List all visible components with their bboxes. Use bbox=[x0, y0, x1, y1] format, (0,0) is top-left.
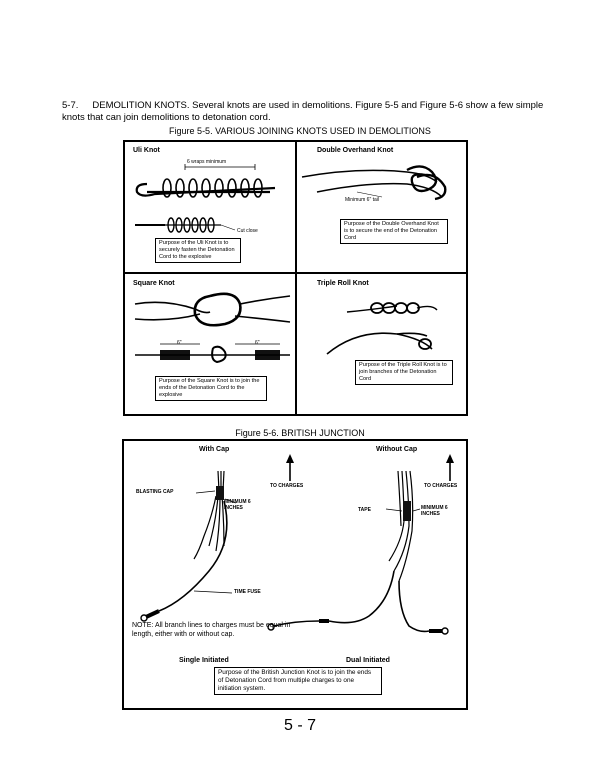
without-cap-label: Without Cap bbox=[376, 446, 418, 453]
triple-roll-illustration bbox=[326, 302, 438, 355]
figure-5-5-caption: Figure 5-5. VARIOUS JOINING KNOTS USED I… bbox=[169, 126, 431, 136]
double-overhand-title: Double Overhand Knot bbox=[317, 147, 394, 154]
minimum-left-label: MINIMUM 6 INCHES bbox=[224, 499, 251, 511]
square-left-dim: 6" bbox=[177, 340, 182, 346]
page-number: 5 - 7 bbox=[283, 717, 316, 734]
tape-label: TAPE bbox=[358, 507, 371, 513]
to-charges-left: TO CHARGES bbox=[270, 483, 304, 489]
triple-roll-purpose-box: Purpose of the Triple Roll Knot is to jo… bbox=[355, 360, 453, 385]
uli-cut-label: Cut close bbox=[237, 228, 258, 234]
to-charges-right: TO CHARGES bbox=[424, 483, 458, 489]
minimum-right-label: MINIMUM 6 INCHES bbox=[421, 505, 448, 517]
uli-knot-illustration bbox=[135, 164, 276, 233]
figure-divider-vertical bbox=[295, 142, 297, 414]
paragraph-5-7: 5-7.DEMOLITION KNOTS. Several knots are … bbox=[62, 100, 552, 124]
figure-5-6: With Cap Without Cap TO CHARGES TO CHARG… bbox=[122, 439, 468, 710]
blasting-cap-label: BLASTING CAP bbox=[136, 489, 174, 495]
figure-divider-horizontal bbox=[125, 272, 466, 274]
figure-5-5: Uli Knot 6 wraps minimum Cut clo bbox=[123, 140, 468, 416]
square-knot-illustration bbox=[134, 292, 291, 364]
dual-initiated-label: Dual Initiated bbox=[346, 657, 390, 664]
triple-roll-title: Triple Roll Knot bbox=[317, 280, 369, 287]
single-initiated-label: Single Initiated bbox=[179, 657, 229, 664]
paragraph-text: DEMOLITION KNOTS. Several knots are used… bbox=[62, 100, 544, 123]
double-overhand-purpose-box: Purpose of the Double Overhand Knot is t… bbox=[340, 219, 448, 244]
british-junction-purpose-box: Purpose of the British Junction Knot is … bbox=[214, 667, 382, 695]
double-overhand-minimum: Minimum 6" tail bbox=[345, 197, 380, 203]
british-junction-illustration bbox=[140, 454, 454, 635]
with-cap-label: With Cap bbox=[199, 446, 230, 453]
branch-lines-note: NOTE: All branch lines to charges must b… bbox=[132, 622, 291, 638]
figure-5-6-caption: Figure 5-6. BRITISH JUNCTION bbox=[235, 428, 365, 438]
paragraph-number: 5-7. bbox=[62, 100, 79, 111]
square-right-dim: 6" bbox=[255, 340, 260, 346]
square-purpose-box: Purpose of the Square Knot is to join th… bbox=[155, 376, 267, 401]
uli-purpose-box: Purpose of the Uli Knot is to securely f… bbox=[155, 238, 241, 263]
uli-knot-title: Uli Knot bbox=[133, 147, 160, 154]
square-knot-title: Square Knot bbox=[133, 280, 175, 287]
time-fuse-label: TIME FUSE bbox=[234, 589, 261, 595]
uli-wraps-label: 6 wraps minimum bbox=[187, 159, 227, 165]
double-overhand-illustration bbox=[301, 165, 447, 201]
